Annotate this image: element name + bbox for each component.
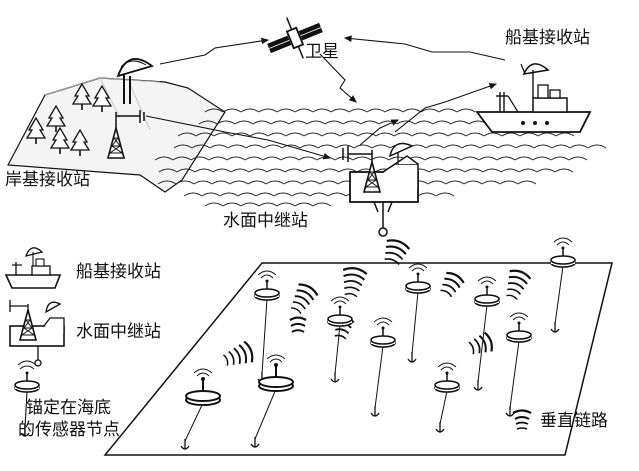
legend-sensor-node-icon	[14, 360, 40, 437]
surface-relay-icon	[342, 142, 419, 237]
link-arc-group	[440, 271, 465, 298]
comm-links	[145, 35, 506, 160]
wave-row	[204, 202, 332, 207]
shore-station-label: 岸基接收站	[5, 170, 90, 190]
sensor-node	[250, 354, 294, 448]
ship-icon	[475, 63, 592, 133]
legend-sensor-node-label-2: 的传感器节点	[18, 420, 120, 440]
sensor-node	[473, 276, 500, 391]
wave-row	[198, 120, 488, 125]
acoustic-links	[223, 239, 532, 366]
satellite-label: 卫星	[305, 42, 339, 62]
sensor-node	[254, 270, 280, 383]
link-arc-group	[506, 269, 532, 300]
link-arc-group	[291, 283, 319, 315]
wave-row	[173, 144, 607, 149]
link-arc-group	[342, 267, 368, 298]
seabed-plane	[103, 262, 613, 456]
legend-ship-station-label: 船基接收站	[76, 262, 161, 282]
link-arc-group	[384, 239, 411, 266]
legend-ship-icon	[4, 247, 62, 289]
legend-sensor-node-label-1: 锚定在海底	[26, 398, 111, 418]
sensor-node	[550, 237, 576, 333]
legend-surface-relay-label: 水面中继站	[76, 322, 161, 342]
legend-vertical-link-icon	[512, 409, 532, 430]
link-arc-group	[223, 340, 254, 366]
ship-station-label: 船基接收站	[505, 28, 590, 48]
sensor-node	[505, 312, 532, 417]
sensor-node	[327, 296, 353, 383]
sensor-node	[405, 263, 431, 363]
shore-tower-icon	[107, 110, 145, 159]
seabed-sensor-nodes	[180, 237, 576, 450]
legend-relay-icon	[9, 300, 65, 367]
satellite-icon	[267, 17, 323, 59]
wave-row	[157, 180, 537, 185]
sensor-node	[434, 362, 460, 433]
link-arc-group	[468, 331, 493, 355]
wave-row	[158, 168, 574, 173]
wave-row	[204, 108, 476, 113]
wave-row	[177, 132, 575, 137]
link-arc-group	[289, 316, 307, 333]
sensor-node	[180, 368, 221, 450]
sensor-node	[370, 317, 396, 417]
legend-vertical-link-label: 垂直链路	[540, 411, 608, 431]
surface-relay-label: 水面中继站	[223, 211, 308, 231]
shore-dish-icon	[116, 58, 154, 104]
wave-row	[154, 156, 588, 161]
